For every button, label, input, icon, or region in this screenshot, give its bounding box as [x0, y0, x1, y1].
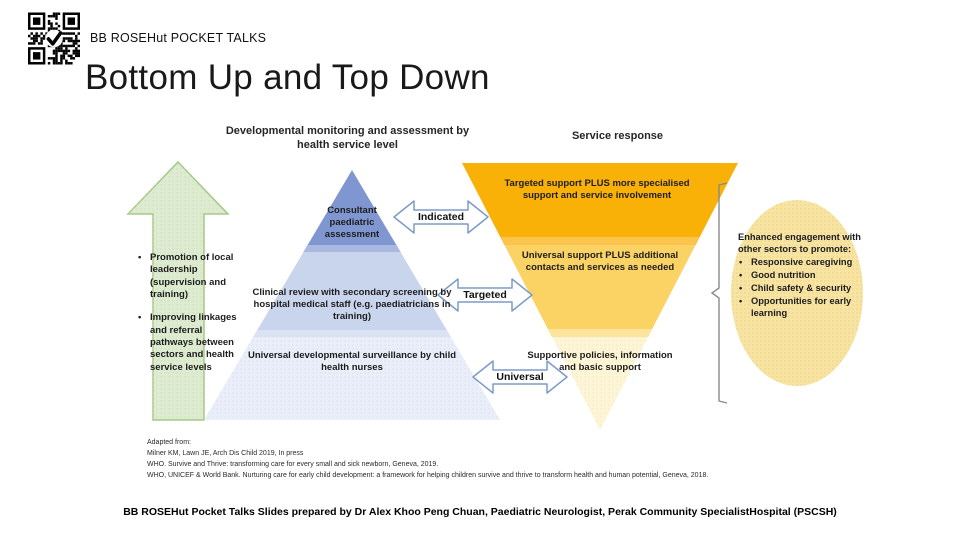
indicated-arrow-label: Indicated	[417, 211, 465, 223]
pyramid-level-2-label: Clinical review with secondary screening…	[252, 287, 452, 323]
qr-checkmark-icon	[45, 29, 63, 48]
left-callout-bullet: Improving linkages and referral pathways…	[136, 312, 238, 374]
series-title: BB ROSEHut POCKET TALKS	[90, 31, 267, 45]
qr-finder-patterns	[28, 12, 80, 65]
universal-arrow-label: Universal	[496, 371, 544, 383]
funnel-level-3-label: Supportive policies, information and bas…	[527, 350, 673, 374]
funnel-level-2-label: Universal support PLUS additional contac…	[521, 250, 679, 274]
left-callout-bullet: Promotion of local leadership (supervisi…	[136, 252, 238, 301]
funnel-level-1	[462, 163, 738, 245]
universal-arrow-shape	[472, 360, 568, 394]
funnel-level-2	[504, 245, 696, 337]
right-callout: Enhanced engagement with other sectors t…	[738, 231, 865, 320]
targeted-arrow-label: Targeted	[463, 289, 507, 301]
pyramid-shape	[204, 170, 500, 420]
pyramid-level-1	[303, 170, 401, 252]
citations: Adapted from: Milner KM, Lawn JE, Arch D…	[147, 438, 837, 481]
qr-code-icon	[28, 12, 80, 65]
pyramid-level-2	[253, 252, 451, 337]
pyramid-level-1-label: Consultant paediatric assessment	[324, 205, 380, 241]
right-callout-intro: Enhanced engagement with other sectors t…	[738, 232, 861, 255]
right-callout-bullet: Opportunities for early learning	[738, 295, 865, 319]
citation-line: Adapted from:	[147, 439, 191, 446]
right-column-heading: Service response	[571, 130, 664, 142]
indicated-arrow-shape	[393, 200, 489, 234]
credit-line: BB ROSEHut Pocket Talks Slides prepared …	[123, 506, 837, 518]
targeted-arrow-shape	[437, 278, 533, 312]
right-callout-bullet: Good nutrition	[738, 269, 865, 281]
left-column-heading: Developmental monitoring and assessment …	[225, 125, 470, 152]
citation-line: WHO. Survive and Thrive: transforming ca…	[147, 460, 439, 468]
right-callout-bullet: Child safety & security	[738, 282, 865, 294]
page-title: Bottom Up and Top Down	[85, 58, 490, 97]
citation-line: WHO, UNICEF & World Bank. Nurturing care…	[147, 471, 709, 479]
bracket	[710, 182, 728, 404]
funnel-shape	[462, 163, 738, 430]
funnel-level-1-label: Targeted support PLUS more specialised s…	[504, 178, 690, 202]
left-callout: Promotion of local leadership (supervisi…	[136, 252, 238, 385]
pyramid-level-3-label: Universal developmental surveillance by …	[247, 350, 457, 374]
right-callout-bullet: Responsive caregiving	[738, 256, 865, 268]
citation-line: Milner KM, Lawn JE, Arch Dis Child 2019,…	[147, 449, 304, 457]
